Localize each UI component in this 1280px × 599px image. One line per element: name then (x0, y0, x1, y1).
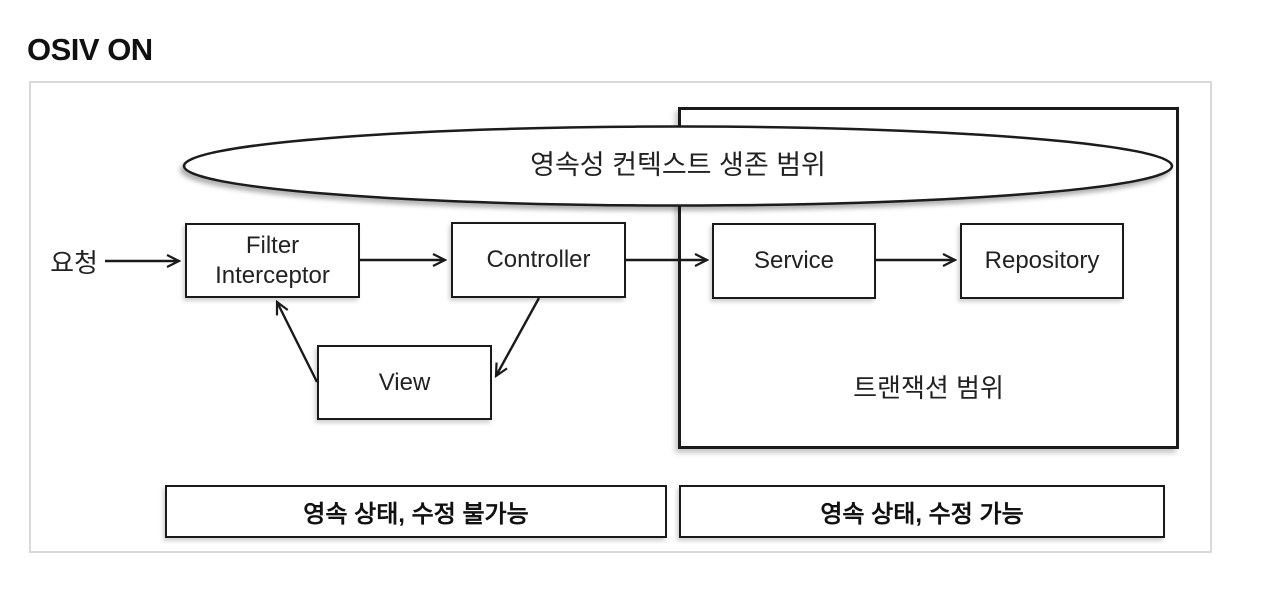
transaction-scope-label: 트랜잭션 범위 (853, 373, 1004, 403)
persistence-context-label: 영속성 컨텍스트 생존 범위 (530, 150, 826, 180)
node-controller: Controller (451, 222, 626, 298)
node-service: Service (712, 223, 876, 299)
arrows-layer (105, 125, 1174, 383)
node-view: View (317, 345, 492, 420)
page-title: OSIV ON (27, 32, 153, 67)
arrow-view-to-filter (277, 302, 319, 383)
persistence-context-ellipse (182, 125, 1174, 207)
state-label-detached-readonly: 영속 상태, 수정 불가능 (165, 485, 667, 538)
arrow-controller-to-view (496, 297, 541, 376)
node-filter-interceptor-line2: Interceptor (215, 261, 330, 289)
request-label: 요청 (50, 248, 98, 278)
node-filter-interceptor-line1: Filter (245, 231, 300, 259)
node-filter-interceptor: Filter Interceptor (185, 223, 360, 298)
state-label-persistent-writable: 영속 상태, 수정 가능 (679, 485, 1165, 538)
diagram-canvas: 트랜잭션 범위 영속성 컨텍스트 생존 범위 요청 Filter Interce… (29, 81, 1212, 553)
node-repository: Repository (960, 223, 1124, 299)
